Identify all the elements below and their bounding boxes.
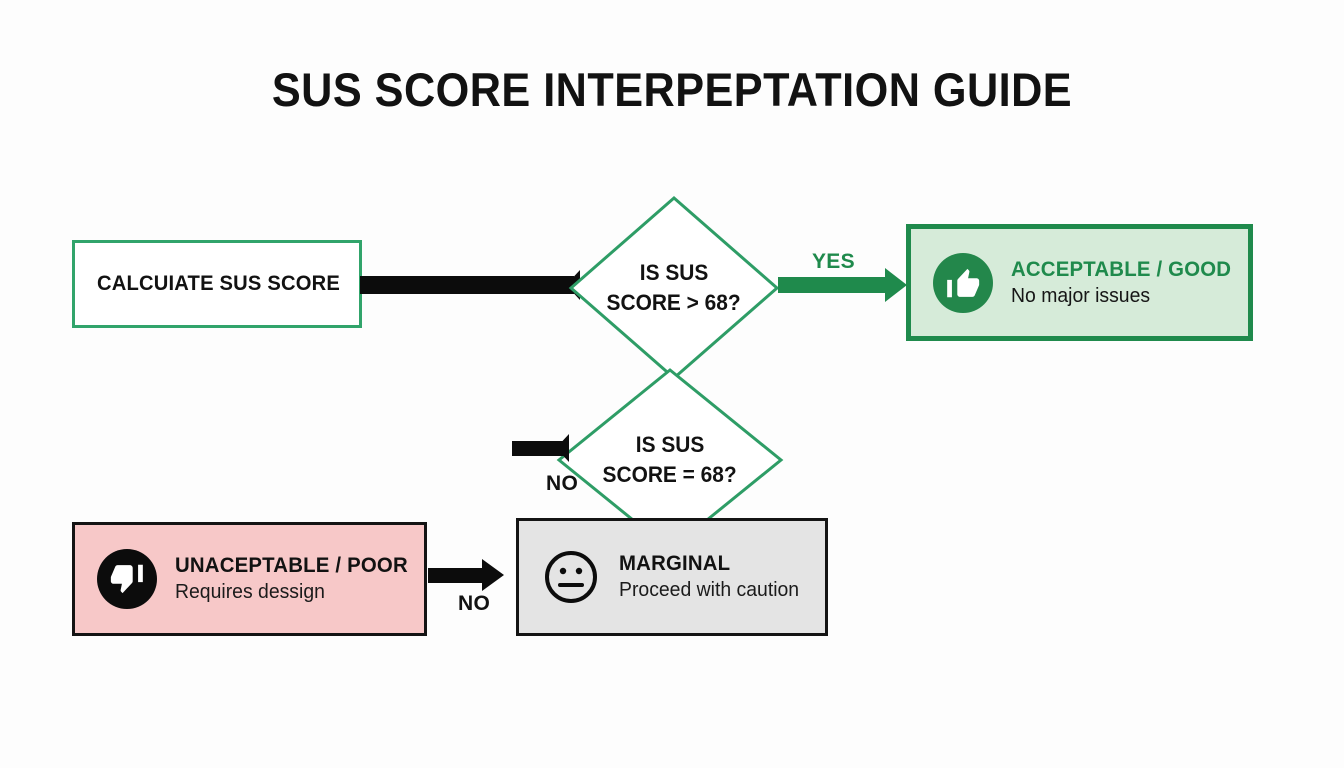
connector-start-to-decision-1 [360, 276, 574, 294]
connector-no-arrowhead-icon [482, 559, 504, 591]
outcome-good-texts: ACCEPTABLE / GOOD No major issues [1011, 257, 1238, 309]
page-title: SUS SCORE INTERPEPTATION GUIDE [271, 63, 1073, 116]
neutral-face-icon [541, 547, 601, 607]
diamond-shape [568, 196, 780, 380]
start-node-calculate-sus-score[interactable]: CALCUIATE SUS SCORE [72, 240, 362, 328]
start-node-label: CALCUIATE SUS SCORE [97, 272, 340, 295]
edge-label-no-upper: NO [546, 472, 579, 495]
connector-no-stub-arrowhead-icon [556, 434, 569, 462]
outcome-good-heading: ACCEPTABLE / GOOD [1011, 257, 1232, 281]
outcome-node-acceptable-good[interactable]: ACCEPTABLE / GOOD No major issues [906, 224, 1253, 341]
decision-node-sus-greater-68[interactable]: IS SUS SCORE > 68? [568, 195, 780, 381]
thumbs-down-icon [97, 549, 157, 609]
outcome-node-marginal[interactable]: MARGINAL Proceed with caution [516, 518, 828, 636]
thumbs-up-icon [933, 252, 993, 313]
connector-no-stub-line [512, 441, 564, 456]
outcome-marginal-texts: MARGINAL Proceed with caution [619, 551, 805, 603]
connector-yes-arrowhead-icon [885, 268, 907, 302]
edge-label-yes: YES [812, 250, 855, 273]
outcome-poor-texts: UNACEPTABLE / POOR Requires dessign [175, 553, 415, 605]
edge-label-no-lower: NO [458, 592, 491, 615]
connector-yes-line [778, 277, 890, 293]
connector-no-line-lower [428, 568, 486, 583]
outcome-good-subtext: No major issues [1011, 284, 1151, 307]
outcome-poor-subtext: Requires dessign [175, 581, 325, 603]
outcome-node-unacceptable-poor[interactable]: UNACEPTABLE / POOR Requires dessign [72, 522, 427, 636]
outcome-marginal-heading: MARGINAL [619, 552, 731, 575]
outcome-marginal-subtext: Proceed with caution [619, 579, 800, 601]
outcome-poor-heading: UNACEPTABLE / POOR [175, 554, 408, 577]
